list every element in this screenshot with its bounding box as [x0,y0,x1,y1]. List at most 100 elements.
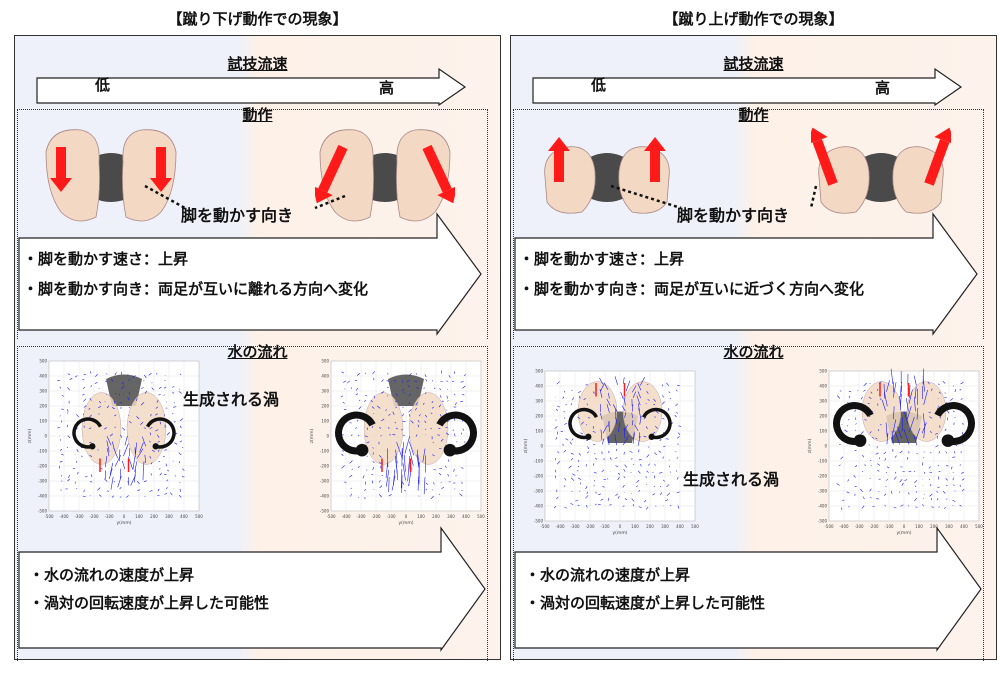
flow-vector [104,456,108,468]
flow-vector [423,477,426,495]
y-tick-label: -400 [818,504,828,509]
flow-vector [602,424,608,434]
flow-vector [395,393,398,397]
legs-illustration [806,127,956,214]
flow-vector [440,395,442,398]
flow-vector [372,466,375,471]
flow-vector [394,455,398,474]
x-tick-label: 200 [150,514,158,519]
y-tick-label: 400 [819,384,827,389]
flow-vector [364,489,367,491]
flow-vector [598,493,601,496]
flow-vector [637,382,642,391]
flow-vector [433,387,436,390]
flow-vector [402,413,404,417]
flow-vector [666,484,670,488]
flow-field-chart-low-speed: -500-500-400-400-300-300-200-200-100-100… [27,359,203,527]
flow-vector [155,413,158,416]
flow-vector [89,414,92,418]
flow-result-arrow: ・水の流れの速度が上昇 ・渦対の回転速度が上昇した可能性 [18,526,486,652]
flow-vector [901,482,904,486]
flow-vector [157,488,160,492]
speed-low-label: 低 [95,76,111,94]
flow-vector [159,421,162,425]
flow-vector [403,454,406,472]
flow-vector [349,460,353,464]
flow-vector [163,394,165,396]
flow-vector [351,468,353,470]
flow-vector [601,469,605,473]
flow-vector [394,379,396,383]
flow-vector [615,493,619,496]
x-axis-label: y(mm) [613,530,628,536]
legs-low-speed [537,122,677,231]
flow-vector [615,457,618,459]
flow-vector [149,489,153,493]
flow-vector [179,488,182,492]
flow-vector [864,464,866,467]
flow-vector [406,380,410,382]
vortex-rotation-icon [641,407,672,440]
flow-vector [143,380,145,382]
foot-silhouette [81,392,122,465]
flow-vector [570,503,574,505]
flow-vector [562,396,565,399]
flow-vector [137,489,141,491]
x-tick-label: 0 [903,524,906,529]
flow-vector [913,434,918,446]
flow-vector [439,388,441,391]
flow-vector [556,408,558,412]
flow-vector [587,451,590,454]
flow-vector [414,380,418,383]
flow-vector [629,450,633,453]
flow-vector [158,386,162,389]
flow-vector [174,402,176,404]
flow-vector [363,399,367,403]
flow-vector [891,490,893,495]
flow-vector [342,450,344,452]
flow-vector [914,497,918,502]
flow-vector [157,440,161,443]
flow-vector [877,470,880,472]
flow-vector [668,465,670,468]
flow-vector [122,427,126,431]
flow-vector [675,403,679,407]
flow-vector [900,393,902,407]
y-tick-label: 300 [321,389,329,394]
x-tick-label: 400 [676,524,684,529]
flow-vector [408,372,412,377]
y-tick-label: 400 [39,374,47,379]
flow-vector [938,451,941,454]
foot-silhouette [408,392,449,465]
flow-vector [95,373,98,377]
flow-vector [586,491,588,495]
flow-vector [438,404,442,408]
flow-vector [419,414,421,417]
flow-vector [556,461,561,465]
flow-vector [381,379,384,383]
y-tick-label: -100 [320,449,330,454]
flow-vector [877,463,881,466]
flow-vector [631,412,633,419]
flow-vector [356,419,359,422]
flow-vector [604,383,609,390]
flow-vector [937,383,940,386]
flow-vector [952,499,956,502]
flow-vector [347,380,350,384]
flow-vector [356,387,358,391]
flow-vector [151,387,154,391]
flow-vector [158,461,160,463]
vortex-rotation-icon [145,417,176,449]
flow-vector [836,395,841,399]
flow-vector [868,396,872,399]
flow-vector [416,454,420,468]
flow-vector [630,458,633,460]
flow-vector [441,487,445,489]
flow-vector [377,405,381,409]
flow-vector [461,489,463,492]
vortex-arrowhead [443,443,457,457]
flow-vector [415,373,418,375]
flow-vector [106,436,112,446]
kick-up-panel: 【蹴り上げ動作での現象】 試技流速 低 高 動作 脚を動かす向き ・脚を動かす速… [510,10,997,661]
legs-high-speed [806,122,956,231]
